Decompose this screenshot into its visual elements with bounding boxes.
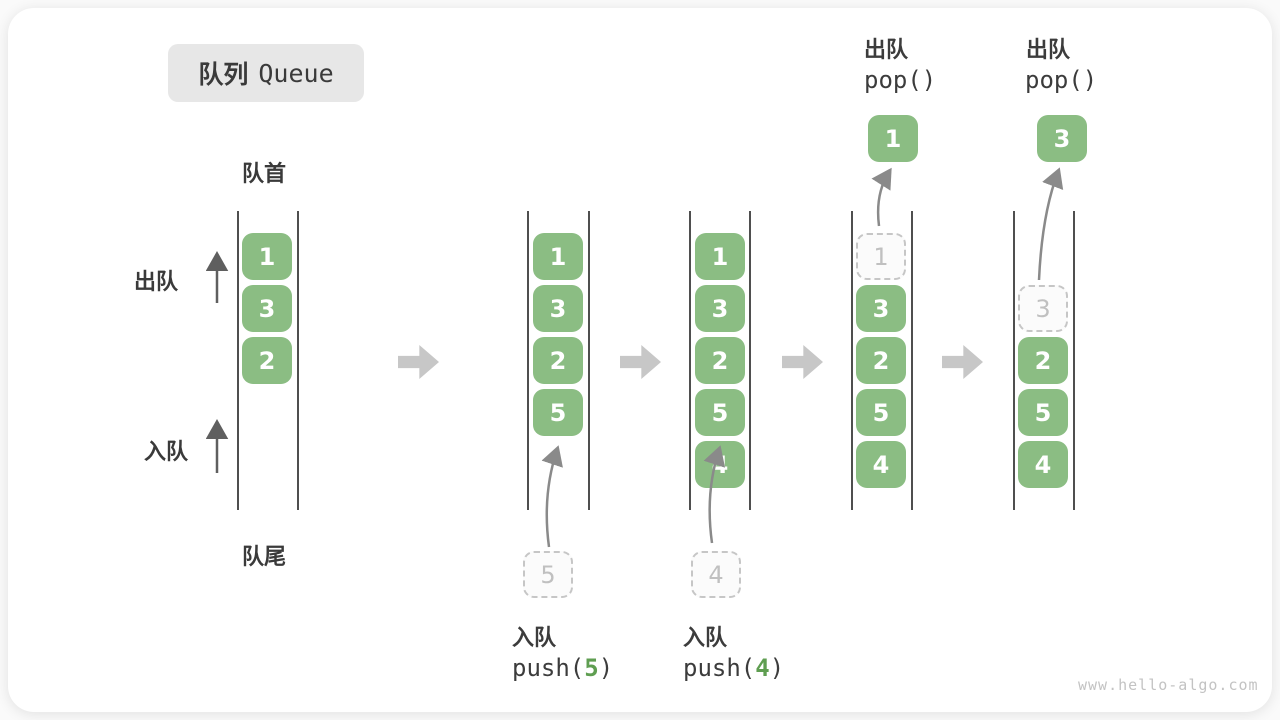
code-text: )	[769, 654, 785, 682]
dequeue-side-label: 出队	[134, 270, 179, 295]
queue-front-label: 队首	[242, 162, 287, 187]
queue-item: 2	[533, 337, 583, 384]
queue-wall-right	[588, 211, 590, 510]
queue-wall-right	[297, 211, 299, 510]
ghost-item: 1	[856, 233, 906, 280]
queue-item: 2	[856, 337, 906, 384]
dequeue-annotation-label: 出队	[1026, 38, 1071, 63]
queue-item: 4	[856, 441, 906, 488]
code-text: )	[598, 654, 614, 682]
push4-code: push(4)	[683, 654, 784, 682]
watermark: www.hello-algo.com	[1078, 676, 1259, 694]
queue-item: 1	[533, 233, 583, 280]
queue-item: 2	[695, 337, 745, 384]
pop2-code: pop()	[1025, 66, 1098, 94]
queue-wall-left	[851, 211, 853, 510]
queue-item: 5	[1018, 389, 1068, 436]
enqueue-annotation-label: 入队	[683, 626, 728, 651]
queue-item: 5	[533, 389, 583, 436]
queue-item: 1	[695, 233, 745, 280]
queue-item: 3	[856, 285, 906, 332]
queue-wall-left	[1013, 211, 1015, 510]
enqueue-side-label: 入队	[144, 440, 189, 465]
queue-wall-left	[689, 211, 691, 510]
popped-item: 3	[1037, 115, 1087, 162]
staged-item: 4	[691, 551, 741, 598]
queue-item: 1	[242, 233, 292, 280]
code-text: push(	[683, 654, 756, 682]
queue-rear-label: 队尾	[242, 545, 287, 570]
queue-item: 3	[242, 285, 292, 332]
code-text: push(	[512, 654, 585, 682]
queue-item: 2	[1018, 337, 1068, 384]
pop1-code: pop()	[864, 66, 937, 94]
title-zh: 队列	[198, 60, 249, 89]
queue-wall-right	[1073, 211, 1075, 510]
queue-item: 2	[242, 337, 292, 384]
push5-code: push(5)	[512, 654, 613, 682]
code-arg: 5	[584, 654, 599, 682]
queue-wall-right	[749, 211, 751, 510]
queue-item: 3	[695, 285, 745, 332]
popped-item: 1	[868, 115, 918, 162]
queue-item: 4	[695, 441, 745, 488]
queue-wall-left	[527, 211, 529, 510]
ghost-item: 3	[1018, 285, 1068, 332]
title-en: Queue	[258, 58, 334, 88]
code-arg: 4	[755, 654, 770, 682]
enqueue-annotation-label: 入队	[512, 626, 557, 651]
queue-item: 3	[533, 285, 583, 332]
queue-item: 5	[856, 389, 906, 436]
dequeue-annotation-label: 出队	[864, 38, 909, 63]
title-badge: 队列 Queue	[168, 44, 364, 102]
queue-wall-left	[237, 211, 239, 510]
queue-item: 4	[1018, 441, 1068, 488]
staged-item: 5	[523, 551, 573, 598]
queue-item: 5	[695, 389, 745, 436]
queue-wall-right	[911, 211, 913, 510]
